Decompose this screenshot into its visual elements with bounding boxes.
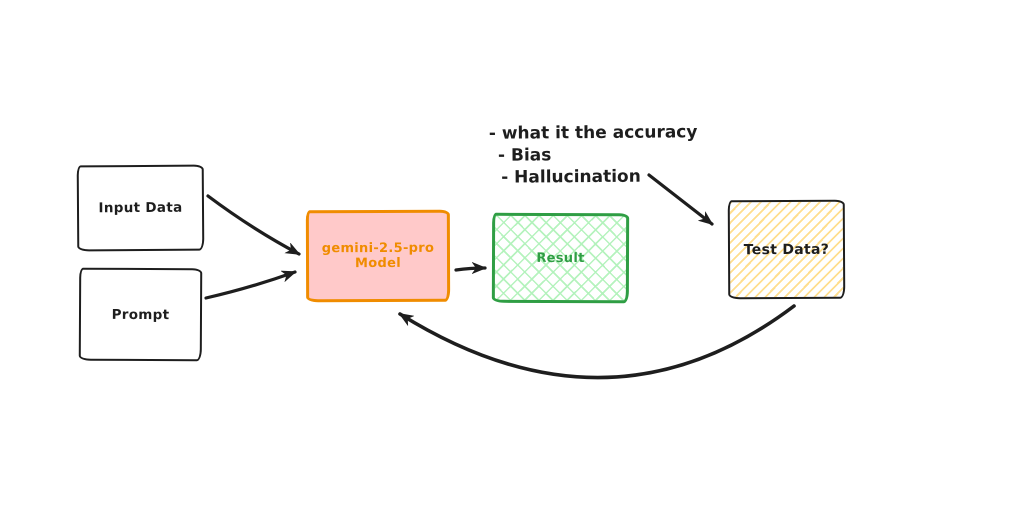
node-prompt-label: Prompt xyxy=(111,306,170,323)
node-input-data[interactable]: Input Data xyxy=(76,164,205,252)
arrow-model-to-result[interactable] xyxy=(454,268,485,270)
node-result[interactable]: Result xyxy=(491,212,630,304)
annotation-note[interactable]: - what it the accuracy - Bias - Hallucin… xyxy=(489,121,698,188)
arrow-prompt-to-model[interactable] xyxy=(204,270,295,300)
node-result-label: Result xyxy=(536,250,585,266)
arrow-annotation-to-testdata[interactable] xyxy=(647,173,714,226)
node-prompt[interactable]: Prompt xyxy=(78,267,203,362)
node-gemini-model-label: gemini-2.5-pro Model xyxy=(321,240,435,272)
node-test-data-label: Test Data? xyxy=(743,241,830,258)
node-gemini-model[interactable]: gemini-2.5-pro Model xyxy=(305,209,451,303)
annotation-line-accuracy: - what it the accuracy xyxy=(488,122,698,144)
annotation-line-hallucination: - Hallucination xyxy=(501,166,641,188)
arrow-input-to-model[interactable] xyxy=(206,194,299,256)
annotation-line-bias: - Bias xyxy=(497,145,552,166)
node-input-data-label: Input Data xyxy=(98,199,183,217)
arrow-testdata-to-model[interactable] xyxy=(398,304,796,380)
node-test-data[interactable]: Test Data? xyxy=(727,199,846,300)
